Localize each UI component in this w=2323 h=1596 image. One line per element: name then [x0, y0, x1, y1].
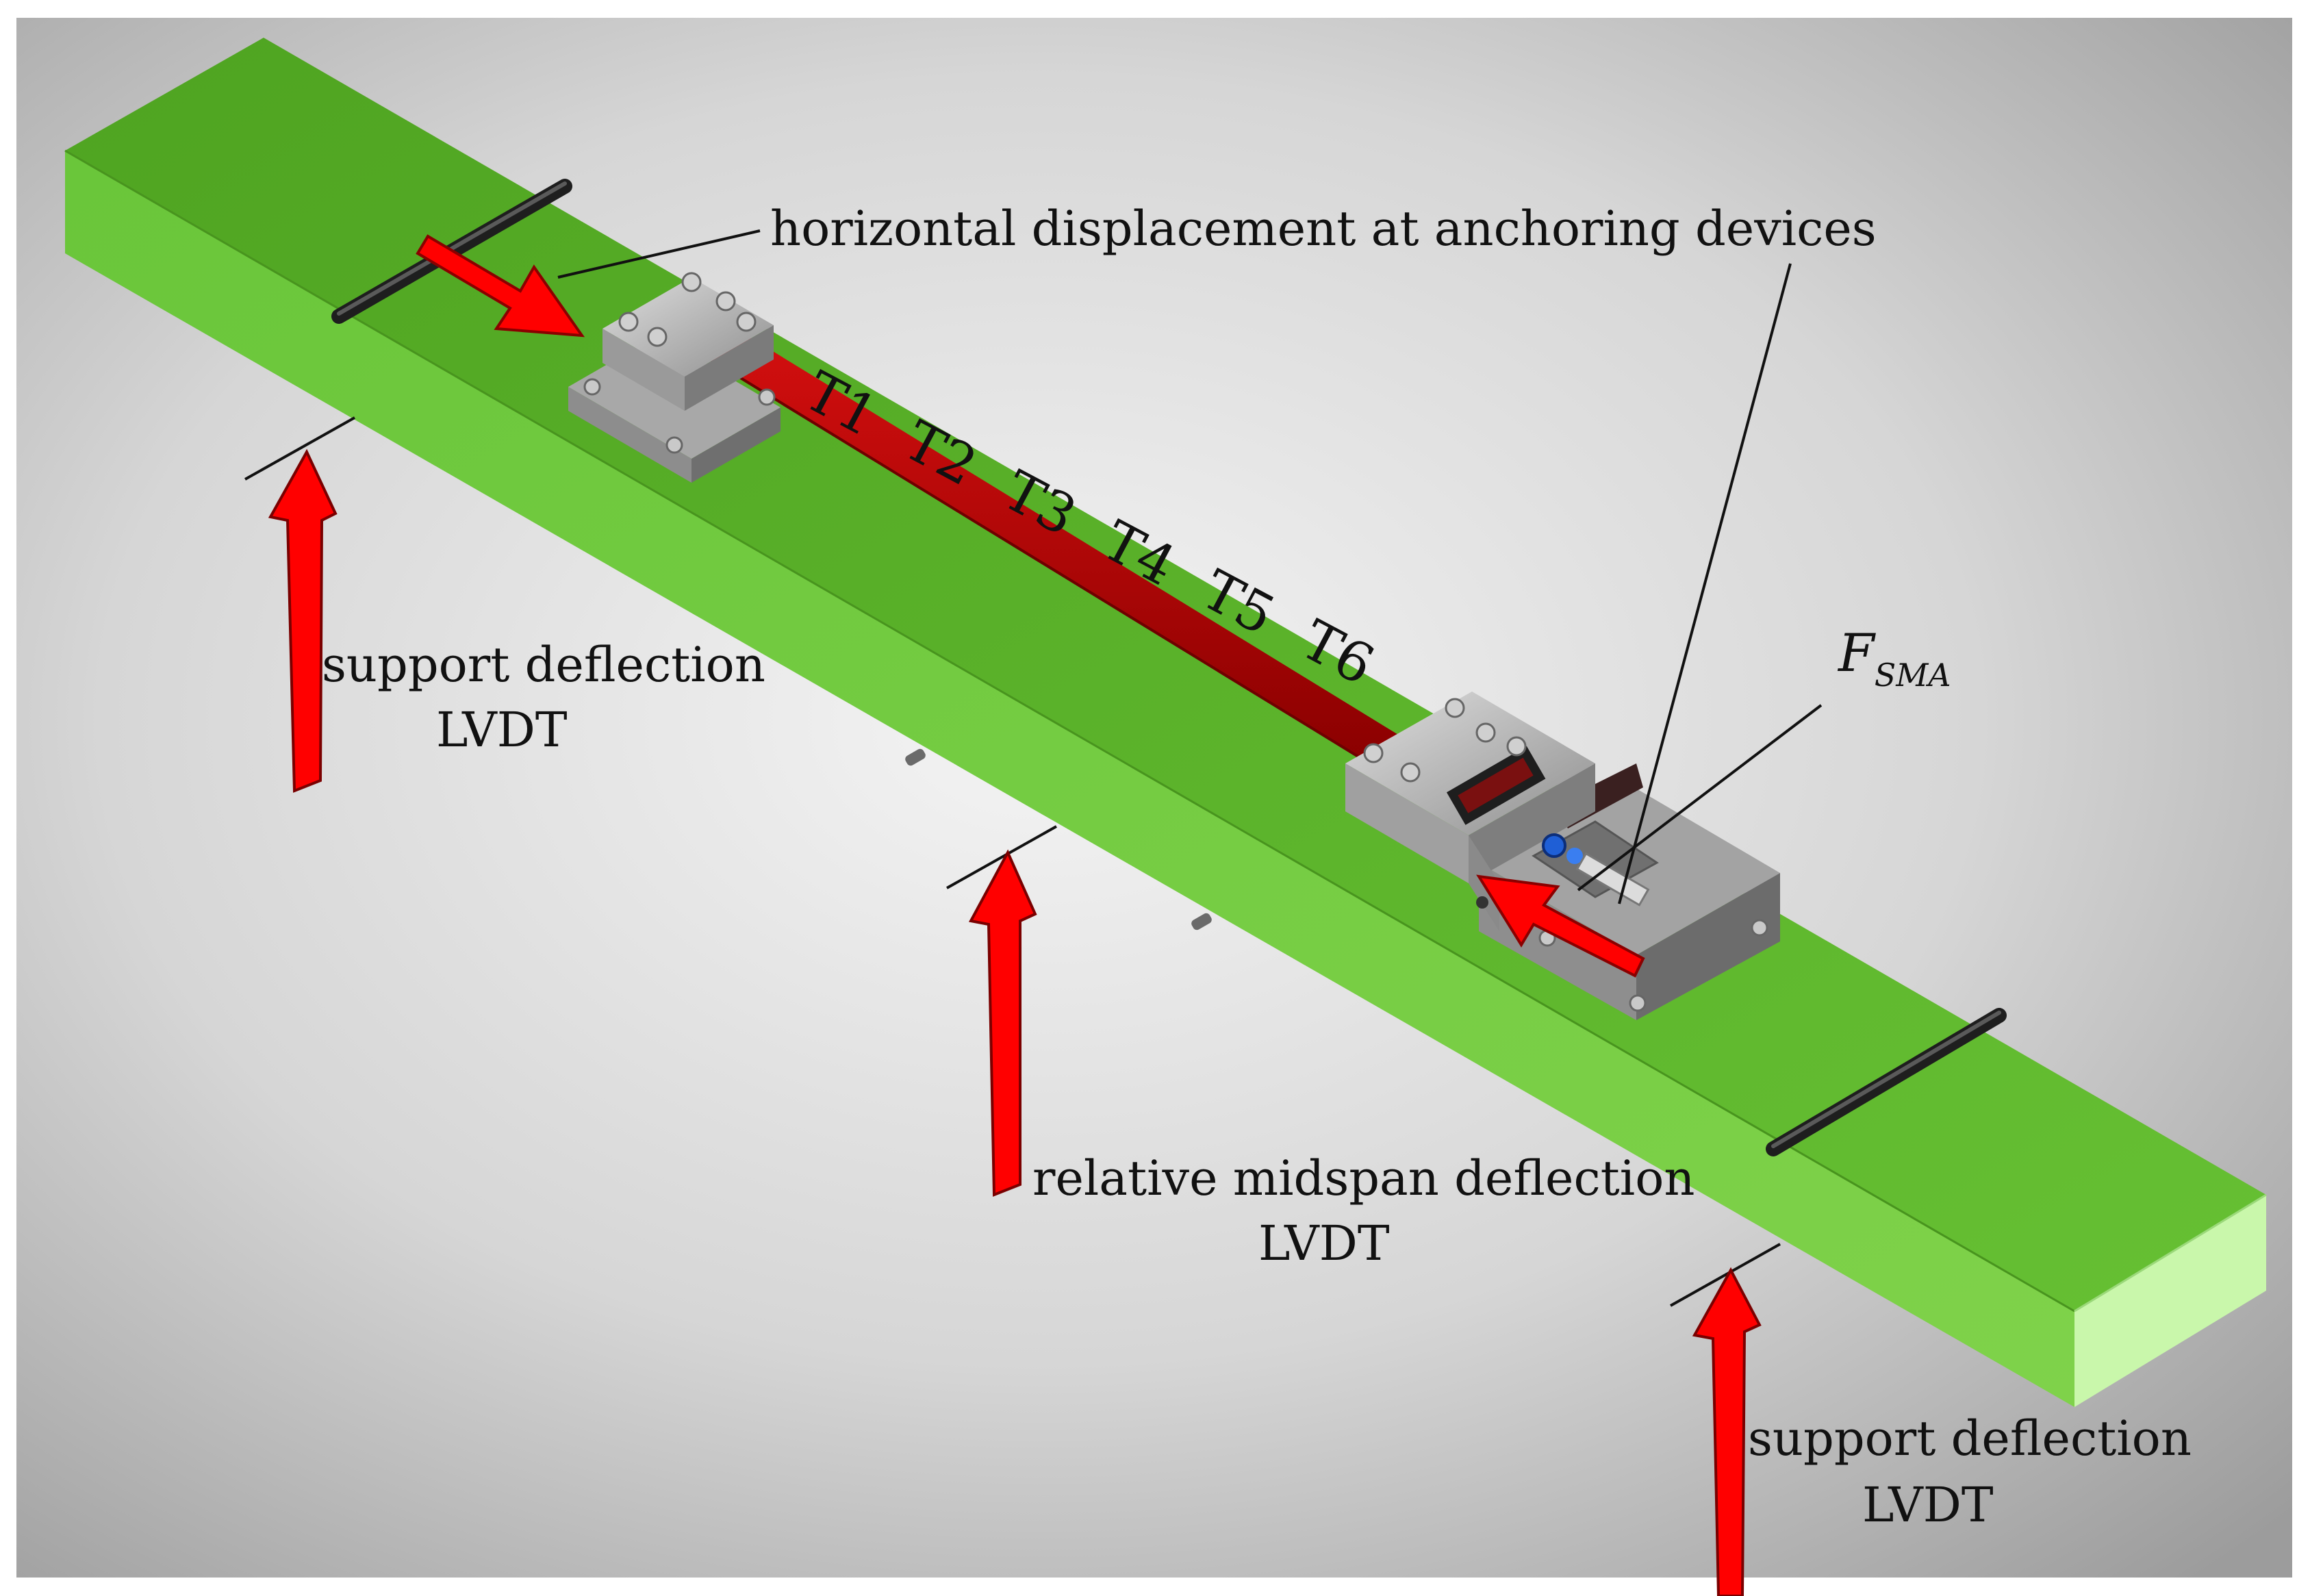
label-relative-midspan-lvdt: LVDT: [1258, 1215, 1390, 1271]
lvdt-support-left: [244, 416, 355, 793]
force-arrow: [1476, 874, 1645, 978]
lvdt-midspan: [946, 825, 1057, 1197]
label-relative-midspan: relative midspan deflection: [1032, 1150, 1694, 1206]
label-support-deflection-left-lvdt: LVDT: [436, 702, 568, 758]
leader-line-horizontal-displacement: [557, 229, 761, 279]
leader-line-horizontal-displacement-right: [1618, 263, 1792, 904]
label-horizontal-displacement: horizontal displacement at anchoring dev…: [770, 201, 1877, 257]
label-support-deflection-right-lvdt: LVDT: [1862, 1477, 1994, 1533]
rod-stub: [1191, 913, 1212, 930]
beam-end-face: [2074, 1195, 2266, 1407]
anchor-device-left: [568, 272, 780, 483]
beam-edge: [64, 149, 2075, 1313]
label-force-subscript: SMA: [1875, 657, 1951, 694]
rod-stub: [905, 748, 926, 766]
label-force-main: F: [1837, 622, 1876, 683]
support-rod-right: [1766, 1008, 2007, 1156]
label-support-deflection-right: support deflection: [1748, 1410, 2192, 1467]
beam-side-face: [65, 151, 2074, 1407]
sma-strip: [687, 329, 1417, 767]
lvdt-support-right: [1670, 1243, 1781, 1596]
horizontal-displacement-arrow: [416, 234, 585, 338]
label-support-deflection-left: support deflection: [322, 637, 765, 693]
leader-line-force: [1577, 704, 1823, 891]
beam-edge: [2074, 1193, 2267, 1313]
label-force-sma: FSMA: [1837, 622, 1951, 694]
